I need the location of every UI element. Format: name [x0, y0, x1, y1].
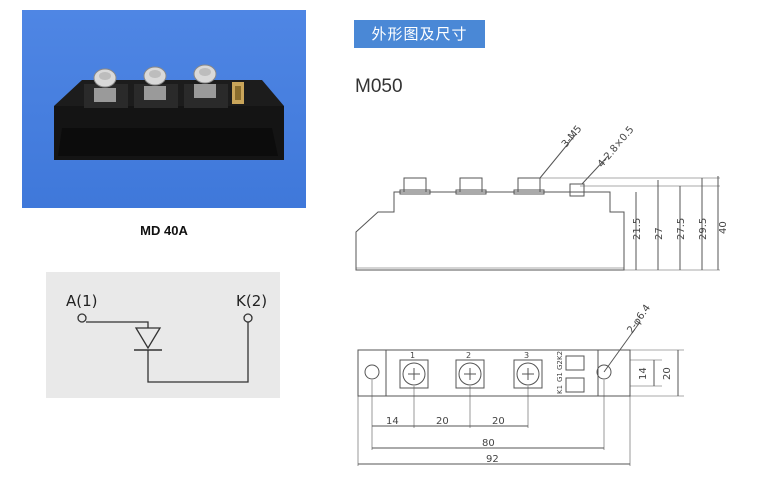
anode-terminal: [77, 313, 87, 323]
model-name: M050: [355, 76, 403, 97]
dim-21-5: 21.5: [632, 218, 643, 240]
product-photo: [22, 10, 306, 208]
section-title: 外形图及尺寸: [354, 20, 485, 48]
product-caption: MD 40A: [140, 223, 188, 238]
terminal-label-3: 3: [524, 351, 529, 360]
gate-pin-k2: K2: [556, 351, 564, 360]
circuit-schematic: A(1) K(2): [46, 272, 280, 398]
tab-note: 4-2.8×0.5: [596, 124, 637, 169]
gate-pin-k1: K1: [556, 385, 564, 394]
diode-symbol: [134, 327, 162, 350]
dimension-drawing: 3-M5 4-2.8×0.5 21.5 27 27.5 29.5 40 1 2 …: [355, 124, 729, 466]
gate-pin-g1: G1: [556, 372, 564, 382]
cathode-terminal: [243, 313, 253, 323]
anode-label: A(1): [66, 292, 98, 310]
screw-note: 3-M5: [560, 124, 584, 150]
dim-20-vertical: 20: [662, 367, 673, 380]
dim-27: 27: [654, 227, 665, 240]
dim-40: 40: [718, 221, 729, 234]
dim-80: 80: [482, 438, 495, 449]
gate-pin-g2: G2: [556, 360, 564, 370]
terminal-label-1: 1: [410, 351, 415, 360]
dim-92: 92: [486, 454, 499, 465]
terminal-label-2: 2: [466, 351, 471, 360]
dim-20-bottom-b: 20: [492, 416, 505, 427]
dim-29-5: 29.5: [698, 218, 709, 240]
dim-14-bottom: 14: [386, 416, 399, 427]
cathode-label: K(2): [236, 292, 267, 310]
dim-14-vertical: 14: [638, 367, 649, 380]
dim-27-5: 27.5: [676, 218, 687, 240]
hole-note: 2-φ6.4: [625, 303, 653, 336]
module-illustration: [54, 64, 284, 160]
dim-20-bottom-a: 20: [436, 416, 449, 427]
